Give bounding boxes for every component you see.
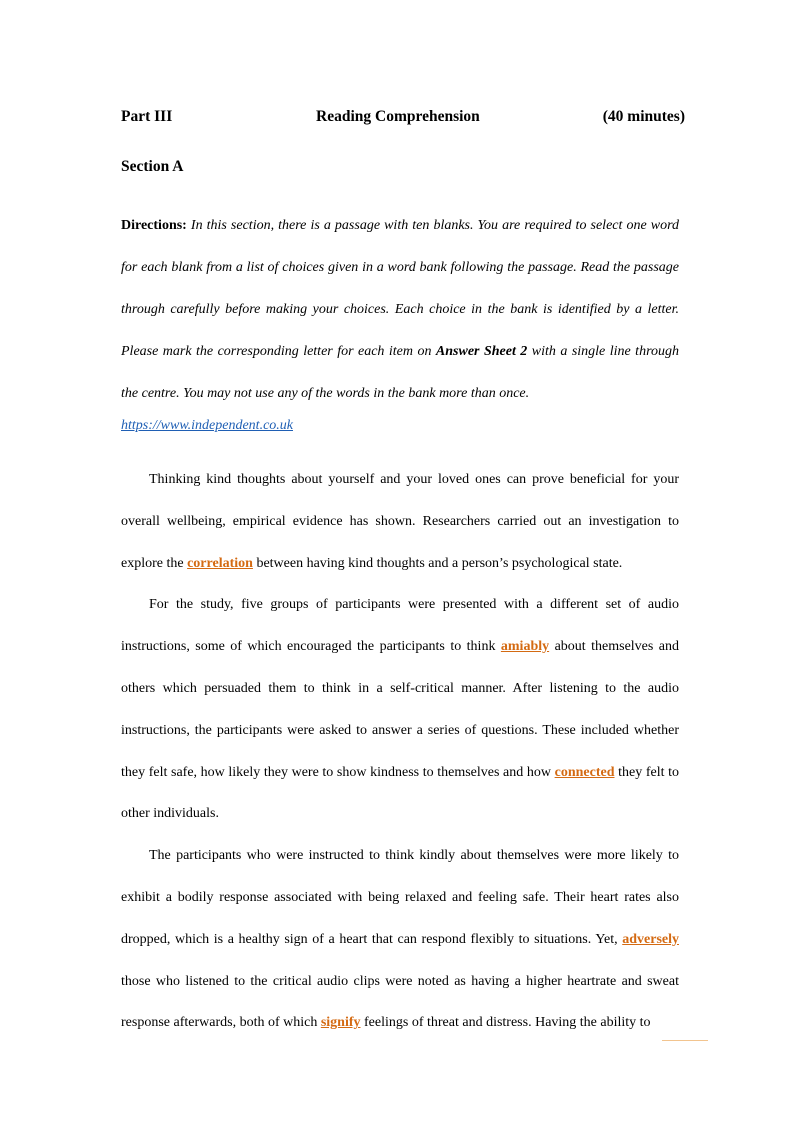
paragraph-3: The participants who were instructed to … [121, 835, 679, 1044]
part-label: Part III [121, 108, 173, 125]
directions-block: Directions: In this section, there is a … [121, 205, 679, 415]
directions-text-1: In this section, there is a passage with… [121, 218, 679, 359]
part-title: Reading Comprehension [316, 108, 480, 125]
directions-label: Directions: [121, 218, 187, 233]
keyword-amiably: amiably [500, 639, 550, 655]
paragraph-text: they felt to other individuals. [121, 764, 679, 822]
passage: Thinking kind thoughts about yourself an… [121, 459, 679, 1044]
keyword-signify: signify [320, 1015, 361, 1031]
paragraph-text: between having kind thoughts and a perso… [252, 555, 623, 571]
paragraph-text: those who listened to the critical audio… [121, 973, 679, 1031]
keyword-adversely: adversely [622, 931, 679, 947]
paragraph-text: about themselves and others which persua… [121, 639, 679, 780]
time-limit: (40 minutes) [602, 108, 685, 125]
paragraph-2: For the study, five groups of participan… [121, 584, 679, 835]
section-title: Section A [121, 158, 184, 175]
answer-sheet-ref: Answer Sheet 2 [435, 344, 528, 359]
paragraph-text: The participants who were instructed to … [121, 848, 679, 947]
part-header: Part III Reading Comprehension (40 minut… [121, 108, 685, 130]
keyword-correlation: correlation [187, 555, 253, 571]
keyword-connected: connected [554, 764, 615, 780]
paragraph-text: feelings of threat and distress. Having … [360, 1015, 651, 1031]
footer-mark [662, 1040, 708, 1041]
paragraph-text: Thinking kind thoughts about yourself an… [121, 472, 679, 571]
directions-text-2: with a single line through the centre. Y… [121, 344, 679, 401]
source-link[interactable]: https://www.independent.co.uk [121, 418, 293, 433]
paragraph-1: Thinking kind thoughts about yourself an… [121, 459, 679, 584]
paragraph-text: For the study, five groups of participan… [121, 597, 679, 655]
